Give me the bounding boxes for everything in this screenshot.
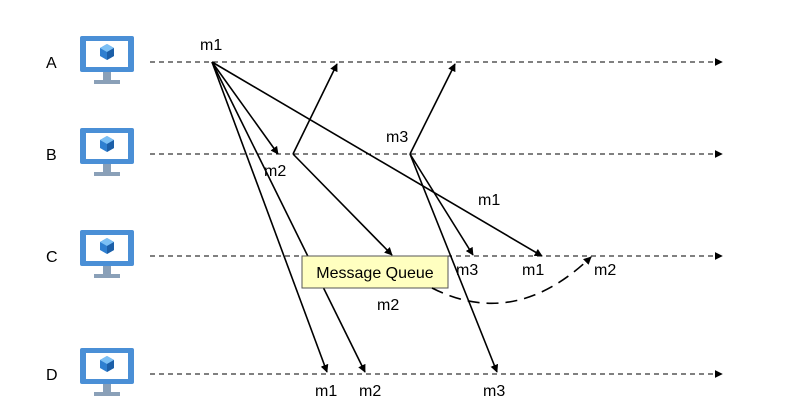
label-m2-c: m2 <box>594 262 616 279</box>
computer-monitor-icon <box>80 348 134 396</box>
label-m1-a: m1 <box>200 37 222 54</box>
label-m1-d: m1 <box>315 383 337 400</box>
message-queue-box <box>301 255 449 289</box>
arrow-m3-b-to-c <box>409 153 474 256</box>
arrow-m2-path-to-d <box>211 61 366 373</box>
label-m1-c: m1 <box>522 262 544 279</box>
message-queue-label: Message Queue <box>316 265 434 282</box>
label-m3-d: m3 <box>483 383 505 400</box>
arrow-m2-b-to-queue <box>292 153 393 256</box>
arrow-m1-a-to-d <box>211 61 329 373</box>
arrow-m1-a-to-c <box>211 61 543 257</box>
arrow-m2-queue-to-c <box>431 256 592 305</box>
node-label-b: B <box>46 147 57 164</box>
node-label-a: A <box>46 55 57 72</box>
label-m2-d: m2 <box>359 383 381 400</box>
label-m1-c-upper: m1 <box>478 192 500 209</box>
computer-monitor-icon <box>80 230 134 278</box>
arrow-m2-b-to-a <box>292 63 338 155</box>
node-label-c: C <box>46 249 58 266</box>
computer-monitor-icon <box>80 36 134 84</box>
arrow-m1-a-to-b <box>211 61 279 155</box>
computer-monitor-icon <box>80 128 134 176</box>
arrow-m3-b-to-d <box>409 153 499 373</box>
arrow-m3-b-to-a <box>409 63 456 155</box>
node-label-d: D <box>46 367 58 384</box>
label-m2-queue: m2 <box>377 297 399 314</box>
label-m3-c: m3 <box>456 262 478 279</box>
label-m2-b: m2 <box>264 163 286 180</box>
label-m3-b: m3 <box>386 129 408 146</box>
